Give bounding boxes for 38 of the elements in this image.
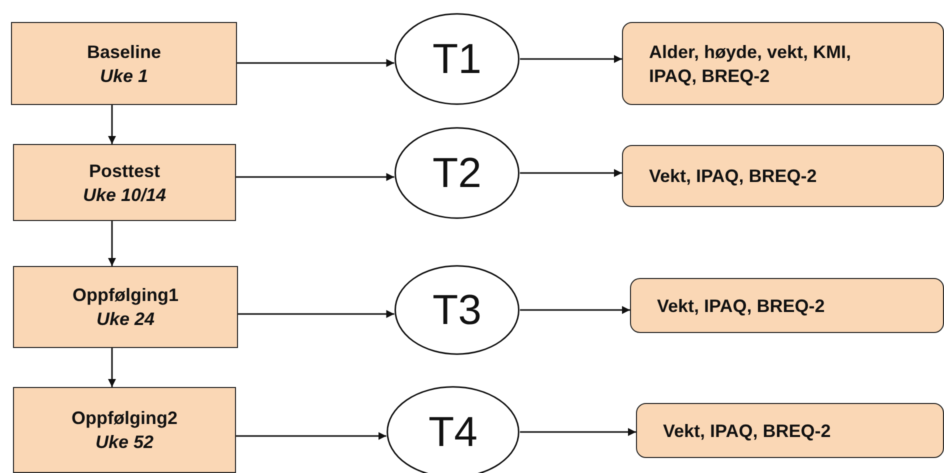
box-title: Vekt, IPAQ, BREQ-2: [649, 165, 817, 188]
time-point-ellipse: [394, 127, 520, 219]
time-label: T1: [432, 37, 482, 81]
arrow: [520, 428, 636, 436]
arrow: [236, 432, 386, 440]
box-title: Oppfølging2: [72, 407, 178, 430]
arrow: [236, 173, 394, 181]
week-label: Uke 52: [95, 431, 154, 454]
week-label: Uke 10/14: [82, 184, 166, 206]
measures-box: [630, 278, 944, 333]
arrow: [520, 55, 622, 63]
arrow: [108, 348, 116, 387]
week-label: Uke 24: [96, 308, 155, 331]
box-title: Vekt, IPAQ, BREQ-2: [663, 420, 831, 442]
measures-box: [636, 403, 944, 458]
phase-box: [11, 22, 237, 105]
arrow: [520, 306, 630, 314]
week-label: Uke 1: [100, 64, 148, 88]
arrow: [237, 59, 394, 67]
time-label: T2: [432, 151, 482, 195]
time-point-ellipse: [394, 265, 520, 355]
time-label: T4: [428, 410, 478, 454]
arrow: [238, 310, 394, 318]
box-title: Oppfølging1: [72, 284, 178, 307]
box-title: Baseline: [86, 40, 162, 64]
arrow: [108, 221, 116, 266]
time-label: T3: [432, 288, 482, 332]
box-title: Posttest: [88, 160, 160, 182]
box-title: Vekt, IPAQ, BREQ-2: [657, 294, 825, 318]
box-title: Alder, høyde, vekt, KMI, IPAQ, BREQ-2: [649, 40, 852, 88]
arrow: [520, 169, 622, 177]
arrow: [108, 105, 116, 144]
measures-box: [622, 145, 944, 207]
phase-box: [13, 144, 236, 221]
time-point-ellipse: [394, 13, 520, 105]
phase-box: [13, 266, 238, 348]
phase-box: [13, 387, 236, 473]
measures-box: [622, 22, 944, 105]
